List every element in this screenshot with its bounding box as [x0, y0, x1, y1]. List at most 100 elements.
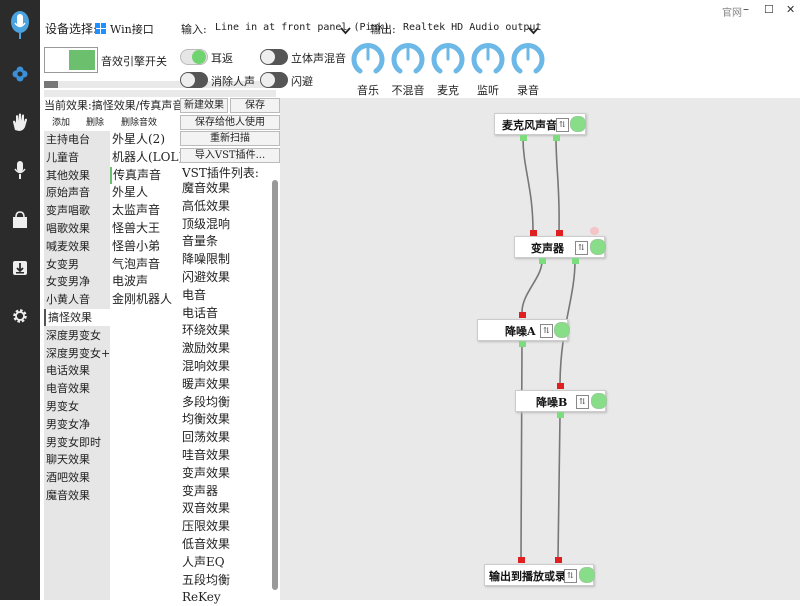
port-output-in-2[interactable] [555, 557, 562, 563]
category-item[interactable]: 魔音效果 [46, 489, 90, 502]
download-icon[interactable] [0, 252, 40, 284]
category-item[interactable]: 聊天效果 [46, 453, 90, 467]
effect-item[interactable]: 金刚机器人 [112, 292, 173, 307]
vst-plugin-item[interactable]: 电音 [182, 287, 207, 302]
node-denoise-b[interactable]: 降噪B ⇅ [515, 390, 607, 412]
port-changer-in-1[interactable] [530, 230, 537, 236]
save-button[interactable]: 保存 [230, 98, 280, 113]
vst-plugin-item[interactable]: 激励效果 [182, 341, 231, 356]
port-denoise-b-in[interactable] [557, 383, 564, 389]
effect-item[interactable]: 传真声音 [110, 166, 161, 184]
category-item[interactable]: 其他效果 [46, 168, 90, 182]
node-output-enabled-indicator[interactable] [579, 567, 595, 583]
device-select[interactable]: Win接口 [110, 23, 154, 36]
category-item[interactable]: 搞怪效果 [44, 309, 112, 326]
vocal-remove-toggle[interactable] [180, 72, 208, 88]
import-vst-button[interactable]: 导入VST插件... [180, 148, 280, 163]
node-denoise-a[interactable]: 降噪A ⇅ [477, 319, 570, 341]
vst-plugin-item[interactable]: 均衡效果 [182, 412, 231, 427]
effect-item[interactable]: 怪兽大王 [112, 221, 161, 235]
node-denoise-b-enabled-indicator[interactable] [591, 393, 607, 409]
category-item[interactable]: 电音效果 [46, 382, 90, 396]
vst-plugin-item[interactable]: 高低效果 [182, 198, 231, 213]
add-effect-button[interactable]: 添加 [52, 118, 71, 128]
official-site-link[interactable]: 官网 [722, 8, 742, 19]
volume-knob-2[interactable] [430, 41, 466, 77]
ducking-toggle[interactable] [260, 72, 288, 88]
shop-bag-icon[interactable] [0, 204, 40, 236]
node-changer-enabled-indicator[interactable] [590, 239, 606, 255]
node-denoise-b-settings-icon[interactable]: ⇅ [576, 395, 589, 409]
maximize-button[interactable]: ☐ [764, 3, 774, 16]
vst-plugin-item[interactable]: 压限效果 [182, 519, 231, 534]
node-denoise-a-settings-icon[interactable]: ⇅ [540, 324, 553, 338]
volume-knob-3[interactable] [470, 41, 506, 77]
category-item[interactable]: 女变男 [46, 257, 79, 271]
category-item[interactable]: 唱歌效果 [46, 222, 90, 235]
vst-plugin-item[interactable]: 电话音 [182, 305, 219, 320]
port-mic-out-1[interactable] [520, 135, 527, 141]
port-changer-out-1[interactable] [539, 258, 546, 264]
node-output[interactable]: 输出到播放或录音 ⇅ [484, 564, 595, 586]
ear-return-toggle[interactable] [180, 49, 208, 65]
output-chevron-down-icon[interactable] [528, 24, 539, 38]
hand-icon[interactable] [0, 106, 40, 138]
delete-sound-button[interactable]: 删除音效 [121, 118, 158, 128]
category-item[interactable]: 原始声音 [46, 186, 90, 200]
input-chevron-down-icon[interactable] [340, 24, 351, 38]
vst-plugin-item[interactable]: 变声效果 [182, 465, 231, 480]
port-output-in-1[interactable] [518, 557, 525, 563]
category-item[interactable]: 女变男净 [46, 275, 90, 289]
vst-plugin-item[interactable]: 多段均衡 [182, 394, 231, 409]
node-voice-changer[interactable]: 变声器 ⇅ [514, 236, 606, 258]
vst-plugin-item[interactable]: 变声器 [182, 483, 219, 498]
node-mic-settings-icon[interactable]: ⇅ [556, 118, 569, 132]
port-mic-out-2[interactable] [553, 135, 560, 141]
port-denoise-a-in[interactable] [519, 312, 526, 318]
effect-item[interactable]: 怪兽小弟 [112, 238, 161, 253]
vst-plugin-item[interactable]: 回荡效果 [182, 430, 231, 445]
port-changer-out-2[interactable] [572, 258, 579, 264]
category-item[interactable]: 电话效果 [46, 364, 90, 378]
effect-item[interactable]: 机器人(LOL) [112, 149, 184, 164]
port-denoise-b-out[interactable] [557, 412, 564, 418]
output-select[interactable]: Realtek HD Audio output [403, 22, 542, 33]
vst-plugin-item[interactable]: 魔音效果 [182, 181, 231, 195]
port-changer-in-2[interactable] [556, 230, 563, 236]
effect-graph-canvas[interactable] [280, 98, 800, 600]
effects-flower-icon[interactable] [0, 58, 40, 90]
volume-knob-1[interactable] [390, 41, 426, 77]
vst-plugin-item[interactable]: 人声EQ [182, 554, 225, 569]
vst-plugin-item[interactable]: 混响效果 [182, 359, 231, 373]
node-mic-input[interactable]: 麦克风声音 ⇅ [494, 113, 586, 135]
category-item[interactable]: 小黄人音 [46, 293, 90, 307]
rescan-button[interactable]: 重新扫描 [180, 131, 280, 146]
category-item[interactable]: 男变女净 [46, 417, 90, 431]
category-item[interactable]: 酒吧效果 [46, 471, 90, 485]
category-item[interactable]: 深度男变女+混响 [46, 346, 110, 360]
save-for-others-button[interactable]: 保存给他人使用 [180, 115, 280, 130]
volume-knob-0[interactable] [350, 41, 386, 77]
node-denoise-a-enabled-indicator[interactable] [554, 322, 570, 338]
vst-plugin-item[interactable]: 环绕效果 [182, 323, 231, 338]
vst-plugin-item[interactable]: 低音效果 [182, 537, 231, 551]
delete-effect-button[interactable]: 删除 [86, 118, 105, 128]
effect-item[interactable]: 气泡声音 [112, 256, 161, 271]
category-item[interactable]: 深度男变女 [46, 328, 101, 342]
node-changer-remove-icon[interactable] [590, 227, 599, 235]
vst-plugin-item[interactable]: ReKey [182, 590, 221, 605]
category-item[interactable]: 喊麦效果 [46, 239, 90, 253]
vst-plugin-item[interactable]: 暖声效果 [182, 376, 231, 391]
effect-item[interactable]: 外星人(2) [112, 132, 165, 146]
effect-item[interactable]: 电波声 [112, 274, 149, 289]
effect-item[interactable]: 太监声音 [112, 203, 161, 218]
vst-plugin-item[interactable]: 双音效果 [182, 501, 231, 516]
microphone-icon[interactable] [0, 154, 40, 186]
category-item[interactable]: 儿童音 [46, 150, 79, 164]
vst-plugin-item[interactable]: 音量条 [182, 234, 219, 249]
vst-plugin-item[interactable]: 顶级混响 [182, 216, 231, 231]
input-select[interactable]: Line in at front panel (Pink) [215, 22, 390, 33]
category-item[interactable]: 主持电台 [46, 133, 90, 146]
new-effect-button[interactable]: 新建效果 [180, 98, 228, 113]
vst-plugin-item[interactable]: 哇音效果 [182, 448, 231, 462]
